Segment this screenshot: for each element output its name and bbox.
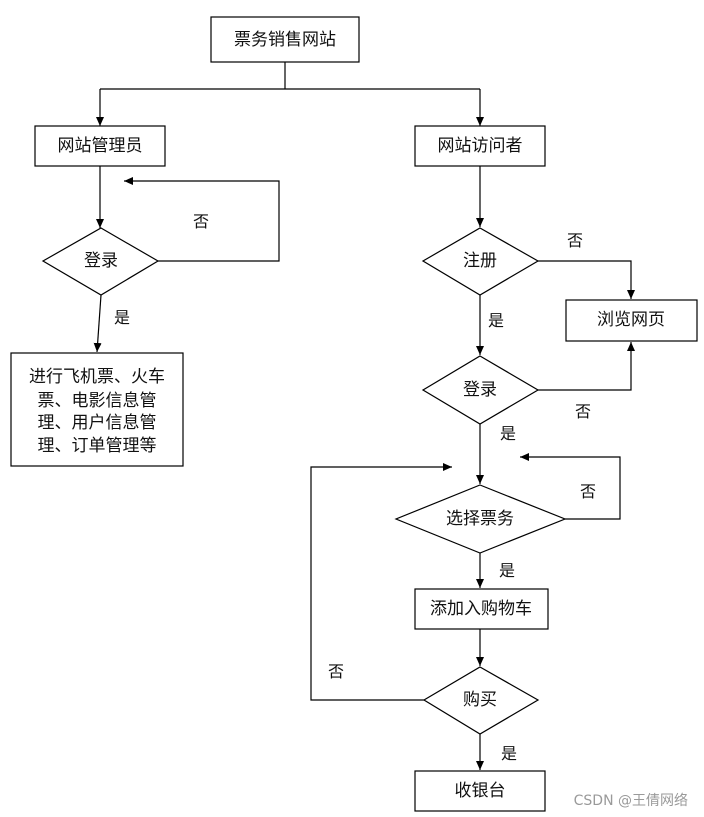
label-visitor-login-yes: 是 [500,424,516,443]
connectors [93,62,635,770]
label-buy-yes: 是 [501,744,517,763]
admin-tasks-line-2: 票、电影信息管 [38,391,157,411]
decision-visitor-login-label: 登录 [463,380,497,400]
node-checkout-label: 收银台 [455,781,506,801]
label-admin-login-yes: 是 [114,308,130,327]
node-admin: 网站管理员 [34,125,166,167]
edge-admin-login-yes [93,294,102,353]
decision-register: 注册 [421,227,540,296]
node-checkout: 收银台 [414,770,546,812]
edge-register-no [538,260,635,299]
edge-visitor-login-no [538,342,635,391]
admin-tasks-line-4: 理、订单管理等 [38,436,157,456]
label-visitor-login-no: 否 [575,402,591,421]
decision-buy-label: 购买 [463,690,497,710]
label-admin-login-no: 否 [193,212,209,231]
edge-admin-login-no [124,177,280,262]
node-top-label: 票务销售网站 [234,30,336,50]
label-register-no: 否 [567,231,583,250]
decision-admin-login-label: 登录 [84,251,118,271]
label-buy-no: 否 [328,662,344,681]
decision-visitor-login: 登录 [421,355,540,425]
decision-select-label: 选择票务 [446,509,514,529]
node-cart-label: 添加入购物车 [430,599,532,619]
label-select-yes: 是 [499,561,515,580]
edge-buy-no [310,463,452,701]
node-top: 票务销售网站 [210,16,360,63]
label-register-yes: 是 [488,311,504,330]
node-admin-tasks: 进行飞机票、火车 票、电影信息管 理、用户信息管 理、订单管理等 [10,352,184,467]
edge-select-no [520,453,621,520]
node-browse: 浏览网页 [565,299,698,342]
decision-buy: 购买 [422,666,540,735]
admin-tasks-line-3: 理、用户信息管 [38,413,157,433]
decision-select: 选择票务 [394,484,567,554]
label-select-no: 否 [580,482,596,501]
node-visitor-label: 网站访问者 [438,136,523,156]
node-visitor: 网站访问者 [414,125,546,167]
node-admin-label: 网站管理员 [58,136,143,156]
watermark: CSDN @王倩网络 [574,793,688,809]
decision-register-label: 注册 [463,251,497,271]
node-browse-label: 浏览网页 [597,310,665,330]
edge-labels: 否 是 否 是 否 是 否 是 否 是 [114,212,596,763]
node-cart: 添加入购物车 [414,588,549,630]
decision-admin-login: 登录 [41,227,160,296]
admin-tasks-line-1: 进行飞机票、火车 [29,367,165,387]
